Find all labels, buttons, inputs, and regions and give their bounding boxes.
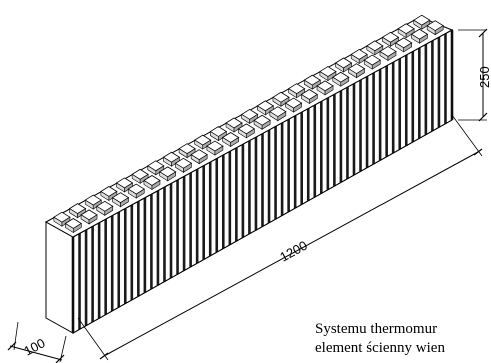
knob-side-right <box>214 145 224 156</box>
knob-side-right <box>135 188 145 199</box>
width-dimension-line <box>9 345 63 361</box>
knob-side-right <box>261 119 271 130</box>
knob-side-right <box>387 50 397 62</box>
knob-side-right <box>246 128 255 139</box>
length-label: 1200 <box>277 238 310 265</box>
knob-side-right <box>309 93 318 105</box>
width-tick-right <box>55 354 65 363</box>
caption-line-1: Systemu thermomur <box>315 321 438 337</box>
length-extension-left <box>77 317 109 361</box>
height-dimension: 250 <box>458 28 491 122</box>
length-tick-right <box>473 148 483 156</box>
width-tick-left <box>7 341 17 351</box>
knob-side-right <box>198 154 208 165</box>
knob-side-right <box>151 179 161 191</box>
top-knobs <box>53 14 444 234</box>
knob-side-right <box>183 162 192 173</box>
knob-side-right <box>419 33 428 44</box>
length-tick-left <box>99 352 109 360</box>
caption-line-2: element ścienny wien <box>315 340 445 356</box>
length-extension-right <box>451 114 483 157</box>
knob-side-right <box>88 214 98 225</box>
knob-side-right <box>371 59 381 70</box>
knob-side-right <box>167 171 177 182</box>
width-extension-left <box>13 321 19 351</box>
height-tick-top <box>478 28 488 38</box>
knob-side-right <box>340 76 350 87</box>
knob-side-right <box>230 136 239 148</box>
height-label: 250 <box>477 66 491 88</box>
knob-side-right <box>293 102 302 113</box>
knob-side-right <box>277 111 287 122</box>
block-geometry <box>44 16 455 334</box>
knob-side-right <box>324 85 334 96</box>
left-end-face <box>45 221 74 334</box>
length-dimension-line <box>103 151 479 357</box>
knob-side-right <box>73 222 82 234</box>
width-dimension: 100 <box>7 321 67 363</box>
knob-side-right <box>356 68 365 79</box>
knob-side-right <box>434 25 444 36</box>
height-tick-bottom <box>478 112 488 122</box>
knob-side-right <box>403 42 413 53</box>
knob-side-right <box>120 197 129 208</box>
knob-side-right <box>104 205 114 216</box>
